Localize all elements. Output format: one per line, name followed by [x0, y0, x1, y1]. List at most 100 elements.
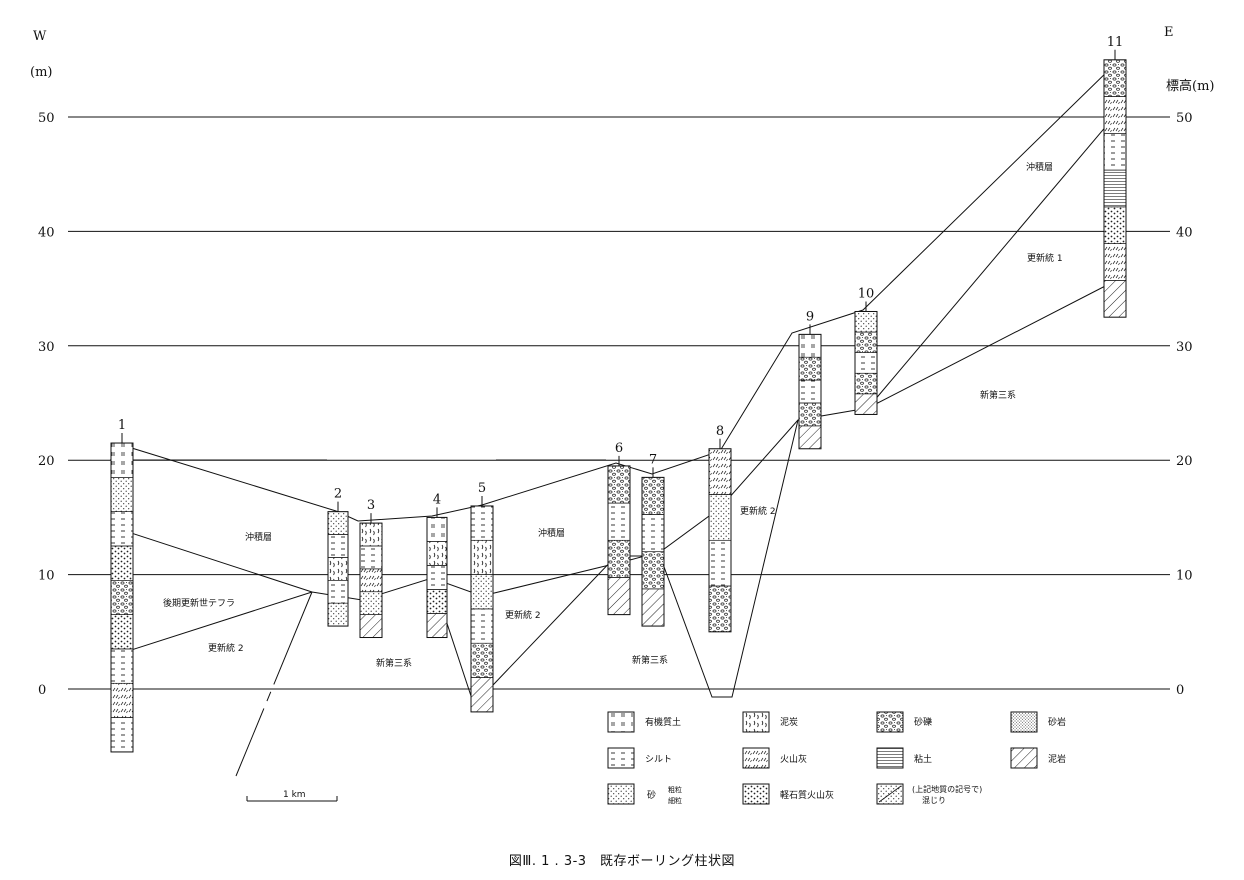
borehole-layer: [798, 425, 822, 450]
borehole-1: 1: [110, 418, 134, 753]
legend-label-mudstone: 泥岩: [1048, 753, 1066, 765]
borehole-number: 2: [334, 487, 342, 502]
borehole-layer: [854, 393, 878, 415]
label-alluvium-3: 沖積層: [1026, 161, 1053, 173]
borehole-layer: [798, 402, 822, 427]
west-label: W: [33, 29, 47, 44]
borehole-number: 8: [716, 424, 724, 439]
legend-swatch-peat: [742, 711, 770, 733]
borehole-number: 5: [478, 481, 486, 496]
tick-label-right: 0: [1176, 683, 1184, 698]
borehole-layer: [470, 677, 494, 713]
borehole-3: 3: [359, 498, 383, 639]
scale-bar-label: 1 km: [283, 790, 306, 800]
label-neogene-b: 新第三系: [632, 654, 668, 666]
borehole-layer: [110, 614, 134, 650]
legend-label-clay: 粘土: [914, 753, 932, 765]
borehole-layer: [607, 465, 631, 504]
unit-right: 標高(m): [1166, 78, 1214, 94]
legend-label-mixed-2: 混じり: [922, 796, 946, 805]
borehole-layer: [1103, 133, 1127, 171]
borehole-layer: [327, 511, 349, 535]
legend-swatch-mixed-overlay: [878, 785, 902, 803]
borehole-layer: [327, 602, 349, 627]
label-neogene-c: 新第三系: [980, 389, 1016, 401]
borehole-layer: [607, 539, 631, 578]
borehole-number: 4: [433, 492, 441, 507]
borehole-layer: [641, 551, 665, 590]
tick-label-left: 40: [38, 225, 55, 240]
legend-swatch-mudstone: [1010, 747, 1038, 769]
borehole-layer: [327, 557, 349, 581]
borehole-layer: [470, 505, 494, 541]
label-tephra: 後期更新世テフラ: [163, 597, 235, 609]
borehole-layer: [798, 356, 822, 381]
borehole-layer: [1103, 59, 1127, 97]
legend-swatch-organic: [607, 711, 635, 733]
legend-label-organic: 有機質土: [645, 716, 681, 728]
legend-swatch-gravel: [876, 711, 904, 733]
label-alluvium-2: 沖積層: [538, 527, 565, 539]
borehole-layer: [1103, 206, 1127, 244]
borehole-layer: [798, 379, 822, 404]
borehole-columns: 1 2 3 4 5 67 8 9 10 11: [110, 35, 1127, 753]
legend-swatch-sandstone: [1010, 711, 1038, 733]
borehole-layer: [426, 517, 448, 542]
tick-label-right: 40: [1176, 225, 1193, 240]
borehole-layer: [798, 334, 822, 358]
label-pleisto1: 更新統 1: [1027, 252, 1063, 264]
borehole-7: 7: [641, 452, 665, 627]
borehole-layer: [110, 682, 134, 718]
borehole-layer: [470, 608, 494, 644]
borehole-layer: [470, 539, 494, 575]
legend: 有機質土 泥炭 砂礫 砂岩 シルト 火山灰 粘土 泥岩 砂 粗粒 細粒 軽石質火…: [607, 711, 1066, 805]
tick-label-left: 0: [38, 683, 46, 698]
borehole-4: 4: [426, 492, 448, 639]
borehole-10: 10: [854, 286, 878, 415]
borehole-layer: [708, 585, 732, 633]
legend-label-peat: 泥炭: [780, 717, 798, 728]
tick-label-right: 50: [1176, 111, 1193, 126]
borehole-layer: [359, 591, 383, 615]
tick-label-left: 50: [38, 111, 55, 126]
borehole-layer: [641, 514, 665, 553]
borehole-number: 11: [1107, 35, 1124, 50]
label-pleisto2-c: 更新統 2: [740, 505, 776, 517]
correlation-lines: [110, 65, 1114, 777]
borehole-layer: [110, 717, 134, 753]
borehole-layer: [607, 502, 631, 541]
tephra-base-line: [121, 591, 313, 654]
borehole-9: 9: [798, 309, 822, 450]
borehole-layer: [641, 588, 665, 627]
borehole-layer: [110, 442, 134, 478]
tick-label-right: 10: [1176, 569, 1193, 584]
borehole-layer: [708, 494, 732, 541]
borehole-layer: [854, 331, 878, 353]
borehole-number: 3: [367, 498, 375, 513]
borehole-layer: [1103, 96, 1127, 134]
borehole-layer: [426, 565, 448, 590]
borehole-number: 9: [806, 309, 814, 324]
legend-label-gravel: 砂礫: [914, 716, 932, 728]
legend-label-ash: 火山灰: [780, 753, 807, 765]
legend-label-silt: シルト: [645, 755, 672, 765]
borehole-layer: [470, 642, 494, 678]
borehole-2: 2: [327, 487, 349, 627]
legend-swatch-clay: [876, 747, 904, 769]
borehole-layer: [110, 580, 134, 615]
figure-caption: 図Ⅲ. 1 . 3-3 既存ボーリング柱状図: [508, 854, 736, 869]
borehole-layer: [110, 511, 134, 547]
borehole-layer: [110, 477, 134, 512]
legend-label-mixed-1: (上記地質の記号で): [912, 784, 982, 794]
legend-swatch-silt: [607, 747, 635, 769]
borehole-layer: [110, 648, 134, 684]
east-label: E: [1164, 25, 1174, 40]
borehole-layer: [359, 522, 383, 547]
borehole-layer: [359, 568, 383, 593]
borehole-layer: [641, 477, 665, 515]
borehole-layer: [470, 574, 494, 610]
borehole-layer: [1103, 243, 1127, 281]
tick-label-left: 30: [38, 340, 55, 355]
borehole-6: 6: [607, 441, 631, 616]
borehole-number: 10: [858, 286, 875, 301]
